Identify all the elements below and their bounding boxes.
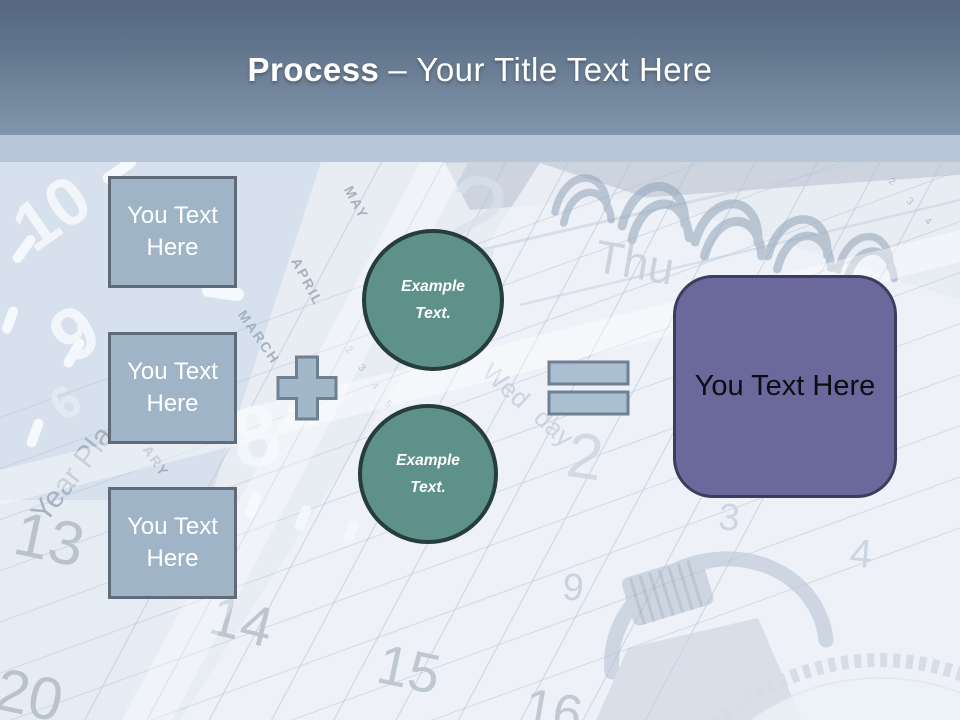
plus-icon: [276, 355, 338, 421]
example-circle-1: Example Text.: [362, 229, 504, 371]
spine-edge-line2: [519, 198, 960, 307]
title-subtitle: – Your Title Text Here: [388, 50, 713, 88]
watermark-number-15: 15: [372, 632, 446, 707]
plus-operator: [276, 355, 338, 421]
watermark-number-3: 3: [717, 496, 742, 540]
slide-header: Process– Your Title Text Here: [0, 0, 960, 135]
stopwatch-face: [748, 677, 960, 720]
header-accent-band: [0, 135, 960, 162]
micro-number: 3: [904, 196, 916, 208]
input-box-2-label: You Text Here: [127, 358, 218, 417]
watermark-number-20: 20: [0, 655, 69, 720]
watermark-number-9-small: 9: [561, 566, 586, 610]
slide-title: Process– Your Title Text Here: [247, 47, 712, 89]
watermark-number-13: 13: [8, 499, 90, 581]
example-circle-2-label: Example Text.: [396, 451, 460, 496]
result-box-label: You Text Here: [694, 370, 876, 402]
input-box-1: You Text Here: [108, 176, 237, 288]
input-box-3: You Text Here: [108, 487, 237, 599]
stopwatch-bow: [604, 551, 834, 680]
stopwatch: [596, 551, 960, 720]
watermark-number-4: 4: [848, 531, 874, 577]
stopwatch-stem: [596, 618, 802, 720]
micro-number: 2: [886, 176, 898, 188]
result-box: You Text Here: [673, 275, 897, 498]
clock-photo-wedge: [0, 137, 330, 500]
input-box-3-label: You Text Here: [127, 513, 218, 572]
stopwatch-crown: [621, 556, 714, 626]
example-circle-1-label: Example Text.: [401, 277, 465, 322]
example-circle-2: Example Text.: [358, 404, 498, 544]
input-box-1-label: You Text Here: [127, 202, 218, 261]
title-keyword: Process: [247, 50, 380, 88]
input-box-2: You Text Here: [108, 332, 237, 444]
equals-icon: [547, 360, 630, 416]
equals-operator: [547, 360, 630, 416]
micro-number: 4: [922, 216, 934, 228]
